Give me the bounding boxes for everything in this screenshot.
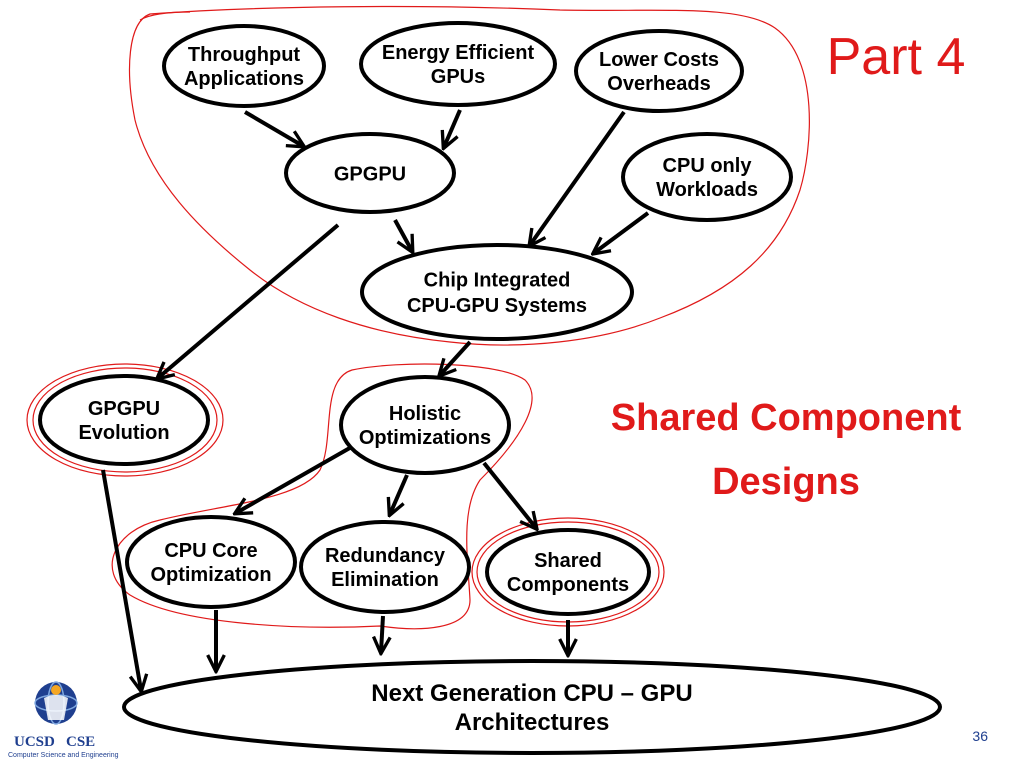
node-shared-label-2: Components xyxy=(507,574,629,596)
group-outline-holistic xyxy=(111,363,533,630)
logo-subtitle: Computer Science and Engineering xyxy=(8,752,119,759)
node-gpgpu: GPGPU xyxy=(284,132,456,214)
group-outlines xyxy=(26,5,810,630)
edge-chip-holistic xyxy=(440,340,472,375)
group-outline-evolution-2 xyxy=(32,367,218,473)
node-chip-label-1: Chip Integrated xyxy=(424,270,571,292)
edge-holistic-redundancy xyxy=(390,474,409,514)
node-shared-label-1: Shared xyxy=(534,550,602,572)
node-throughput-label-1: Throughput xyxy=(188,44,301,66)
edge-throughput-gpgpu xyxy=(243,110,303,146)
node-chip-shape xyxy=(360,243,634,341)
node-cpucore-label-2: Optimization xyxy=(150,564,271,586)
edge-lowercost-chip xyxy=(530,110,626,245)
logo-text-primary: UCSD xyxy=(14,734,55,750)
node-gpgpu-label-1: GPGPU xyxy=(334,164,406,186)
node-holistic-shape xyxy=(339,375,511,475)
node-redundancy-shape xyxy=(299,520,471,614)
group-outline-evolution xyxy=(26,363,224,477)
group-outline-top xyxy=(128,5,810,346)
edge-gpgpu-gpgpuevo xyxy=(158,223,340,378)
node-lowercost-label-1: Lower Costs xyxy=(599,49,719,71)
part-title: Part 4 xyxy=(827,28,966,86)
node-lowercost-label-2: Overheads xyxy=(607,73,710,95)
section-title-line-2: Designs xyxy=(712,461,860,503)
node-lowercost-shape xyxy=(574,29,744,113)
edge-holistic-cpucore xyxy=(236,443,356,513)
node-holistic-label-1: Holistic xyxy=(389,403,461,425)
ucsd-person-globe-icon xyxy=(34,681,78,725)
node-throughput-label-2: Applications xyxy=(184,68,304,90)
node-energy-label-2: GPUs xyxy=(431,66,485,88)
node-throughput-shape xyxy=(162,24,326,108)
node-gpgpuevo-label-2: Evolution xyxy=(78,422,169,444)
node-chip-label-2: CPU-GPU Systems xyxy=(407,295,587,317)
ucsd-logo: UCSD CSE Computer Science and Engineerin… xyxy=(8,681,119,759)
node-redundancy-label-2: Elimination xyxy=(331,569,439,591)
node-shared-shape xyxy=(485,528,651,616)
node-cpucore-shape xyxy=(125,515,297,609)
node-holistic-label-2: Optimizations xyxy=(359,427,491,449)
slide-number: 36 xyxy=(972,728,988,744)
node-cpucore-label-1: CPU Core xyxy=(164,540,257,562)
node-nextgen-label-1: Next Generation CPU – GPU xyxy=(371,680,692,707)
node-energy-label-1: Energy Efficient xyxy=(382,42,535,64)
logo-text-secondary: CSE xyxy=(66,734,95,750)
node-cpuonly-label-2: Workloads xyxy=(656,179,758,201)
node-cpuonly-label-1: CPU only xyxy=(663,155,753,177)
node-gpgpu-shape xyxy=(284,132,456,214)
group-outline-top-inner xyxy=(139,11,191,21)
node-nextgen-shape xyxy=(122,659,942,755)
edge-cpuonly-chip xyxy=(594,211,650,253)
edge-redundancy-nextgen xyxy=(381,615,383,652)
edge-energy-gpgpu xyxy=(444,109,462,147)
node-nextgen-label-2: Architectures xyxy=(455,709,610,736)
node-cpuonly-shape xyxy=(621,132,793,222)
node-gpgpuevo-label-1: GPGPU xyxy=(88,398,160,420)
section-title-line-1: Shared Component xyxy=(611,397,962,439)
node-gpgpuevo-shape xyxy=(38,374,210,466)
edge-gpgpu-chip xyxy=(393,219,412,251)
node-redundancy-label-1: Redundancy xyxy=(325,545,446,567)
node-energy-shape xyxy=(359,21,557,107)
edges-layer xyxy=(101,109,650,690)
edge-holistic-shared xyxy=(482,461,536,528)
edge-gpgpuevo-nextgen xyxy=(101,469,141,690)
